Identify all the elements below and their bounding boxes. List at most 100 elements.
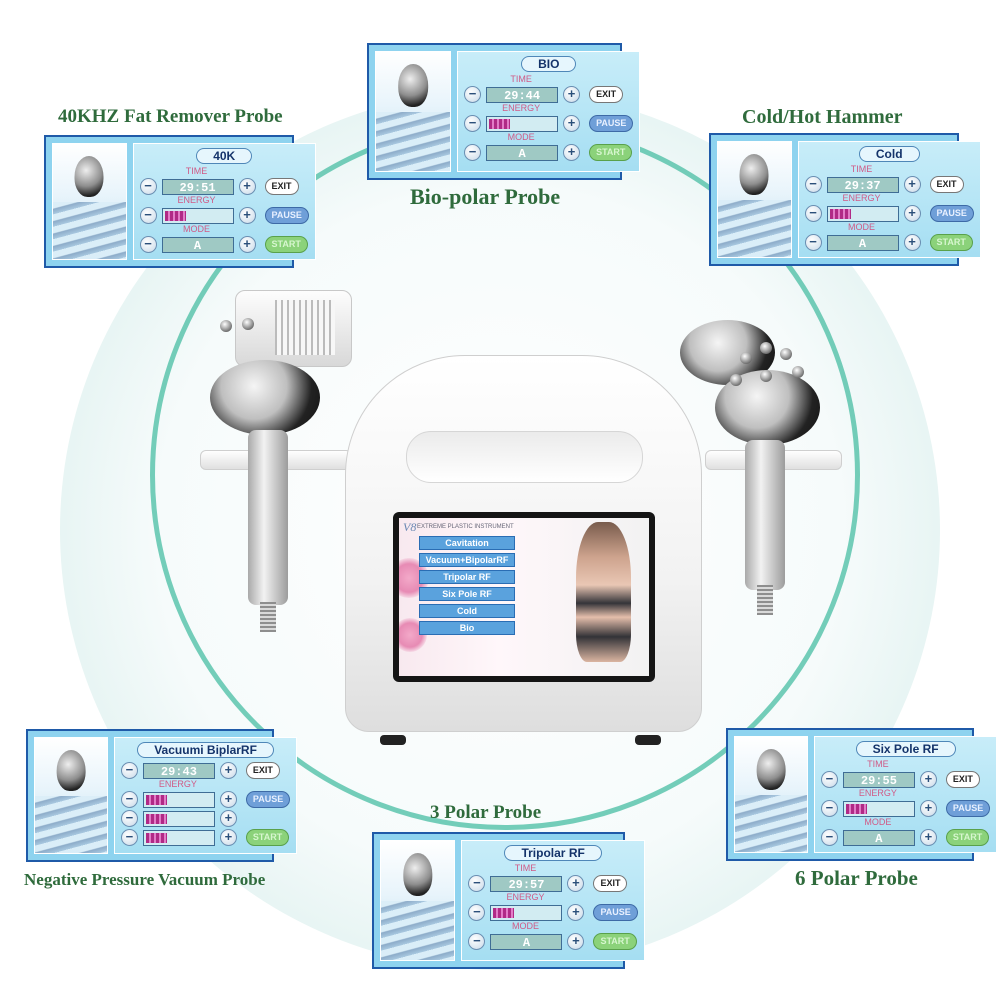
row-label: MODE — [507, 132, 535, 142]
row-label: ENERGY — [842, 193, 881, 203]
plus-button[interactable]: + — [219, 791, 237, 808]
minus-button[interactable]: − — [820, 829, 838, 846]
plus-button[interactable]: + — [903, 205, 921, 222]
row-label: ENERGY — [506, 892, 545, 902]
control-row: −29:57+ EXIT — [468, 875, 637, 892]
exit-button[interactable]: EXIT — [929, 176, 964, 193]
minus-button[interactable]: − — [120, 810, 138, 827]
mode-display: A — [161, 236, 234, 253]
plus-button[interactable]: + — [919, 771, 937, 788]
pause-button[interactable]: PAUSE — [245, 791, 291, 808]
minus-button[interactable]: − — [468, 904, 486, 921]
plus-button[interactable]: + — [567, 875, 585, 892]
exit-button[interactable]: EXIT — [593, 875, 628, 892]
control-row: −29:43+ EXIT — [120, 762, 290, 779]
minus-button[interactable]: − — [820, 800, 838, 817]
plus-button[interactable]: + — [219, 829, 237, 846]
pause-button[interactable]: PAUSE — [264, 207, 309, 224]
time-display: 29:51 — [161, 178, 234, 195]
minus-button[interactable]: − — [804, 205, 822, 222]
plus-button[interactable]: + — [919, 800, 937, 817]
row-label: ENERGY — [502, 103, 541, 113]
start-button[interactable]: START — [589, 144, 633, 161]
plus-button[interactable]: + — [903, 176, 921, 193]
minus-button[interactable]: − — [120, 829, 138, 846]
plus-button[interactable]: + — [567, 904, 585, 921]
minus-button[interactable]: − — [464, 115, 482, 132]
row-label: ENERGY — [177, 195, 216, 205]
plus-button[interactable]: + — [238, 207, 256, 224]
bio-probe-pin — [242, 318, 254, 330]
plus-button[interactable]: + — [563, 144, 581, 161]
menu-item-bio[interactable]: Bio — [419, 621, 515, 635]
pause-button[interactable]: PAUSE — [929, 205, 974, 222]
six-pole-shaft — [745, 440, 785, 590]
energy-display — [486, 115, 559, 132]
treatment-illustration — [381, 900, 455, 960]
device-screen: V8 EXTREME PLASTIC INSTRUMENT Cavitation… — [393, 512, 655, 682]
time-display: 29:44 — [486, 86, 559, 103]
energy-level-bar — [829, 208, 851, 219]
menu-item-cavitation[interactable]: Cavitation — [419, 536, 515, 550]
start-button[interactable]: START — [593, 933, 637, 950]
plus-button[interactable]: + — [903, 234, 921, 251]
plus-button[interactable]: + — [219, 810, 237, 827]
start-button[interactable]: START — [945, 829, 990, 846]
time-display: 29:57 — [490, 875, 563, 892]
time-display: 29:43 — [142, 762, 215, 779]
minus-button[interactable]: − — [120, 791, 138, 808]
exit-button[interactable]: EXIT — [945, 771, 980, 788]
probe-head-image — [403, 852, 433, 896]
minus-button[interactable]: − — [804, 176, 822, 193]
menu-item-cold[interactable]: Cold — [419, 604, 515, 618]
minus-button[interactable]: − — [468, 875, 486, 892]
exit-button[interactable]: EXIT — [264, 178, 299, 195]
plus-button[interactable]: + — [919, 829, 937, 846]
probe-head-image — [74, 155, 104, 197]
treatment-illustration — [718, 199, 791, 257]
plus-button[interactable]: + — [567, 933, 585, 950]
plus-button[interactable]: + — [563, 86, 581, 103]
menu-item-vacuum-bipolar-rf[interactable]: Vacuum+BipolarRF — [419, 553, 515, 567]
caption-negative-pressure: Negative Pressure Vacuum Probe — [24, 870, 266, 889]
start-button[interactable]: START — [245, 829, 290, 846]
probe-head-image — [398, 63, 428, 107]
minus-button[interactable]: − — [139, 178, 157, 195]
exit-button[interactable]: EXIT — [245, 762, 280, 779]
control-row: −29:44+ EXIT — [464, 86, 633, 103]
plus-button[interactable]: + — [219, 762, 237, 779]
panel-title: Vacuumi BiplarRF — [137, 742, 274, 758]
caption-three-polar: 3 Polar Probe — [430, 802, 542, 823]
minus-button[interactable]: − — [464, 144, 482, 161]
treatment-illustration — [376, 111, 451, 171]
minus-button[interactable]: − — [464, 86, 482, 103]
minus-button[interactable]: − — [820, 771, 838, 788]
minus-button[interactable]: − — [139, 236, 157, 253]
exit-button[interactable]: EXIT — [589, 86, 624, 103]
caption-cold-hot: Cold/Hot Hammer — [742, 106, 903, 128]
minus-button[interactable]: − — [468, 933, 486, 950]
plus-button[interactable]: + — [563, 115, 581, 132]
menu-item-six-pole-rf[interactable]: Six Pole RF — [419, 587, 515, 601]
start-button[interactable]: START — [264, 236, 308, 253]
fat-remover-shaft — [248, 430, 288, 605]
plus-button[interactable]: + — [238, 178, 256, 195]
pause-button[interactable]: PAUSE — [593, 904, 638, 921]
probe-head-image — [739, 153, 769, 195]
minus-button[interactable]: − — [139, 207, 157, 224]
pause-button[interactable]: PAUSE — [589, 115, 634, 132]
plus-button[interactable]: + — [238, 236, 256, 253]
control-row: −29:51+ EXIT — [139, 178, 309, 195]
control-row: − + PAUSE — [139, 207, 309, 224]
pause-button[interactable]: PAUSE — [945, 800, 991, 817]
device-foot — [635, 735, 661, 745]
mode-display: A — [490, 933, 563, 950]
start-button[interactable]: START — [929, 234, 973, 251]
minus-button[interactable]: − — [804, 234, 822, 251]
menu-item-tripolar-rf[interactable]: Tripolar RF — [419, 570, 515, 584]
minus-button[interactable]: − — [120, 762, 138, 779]
